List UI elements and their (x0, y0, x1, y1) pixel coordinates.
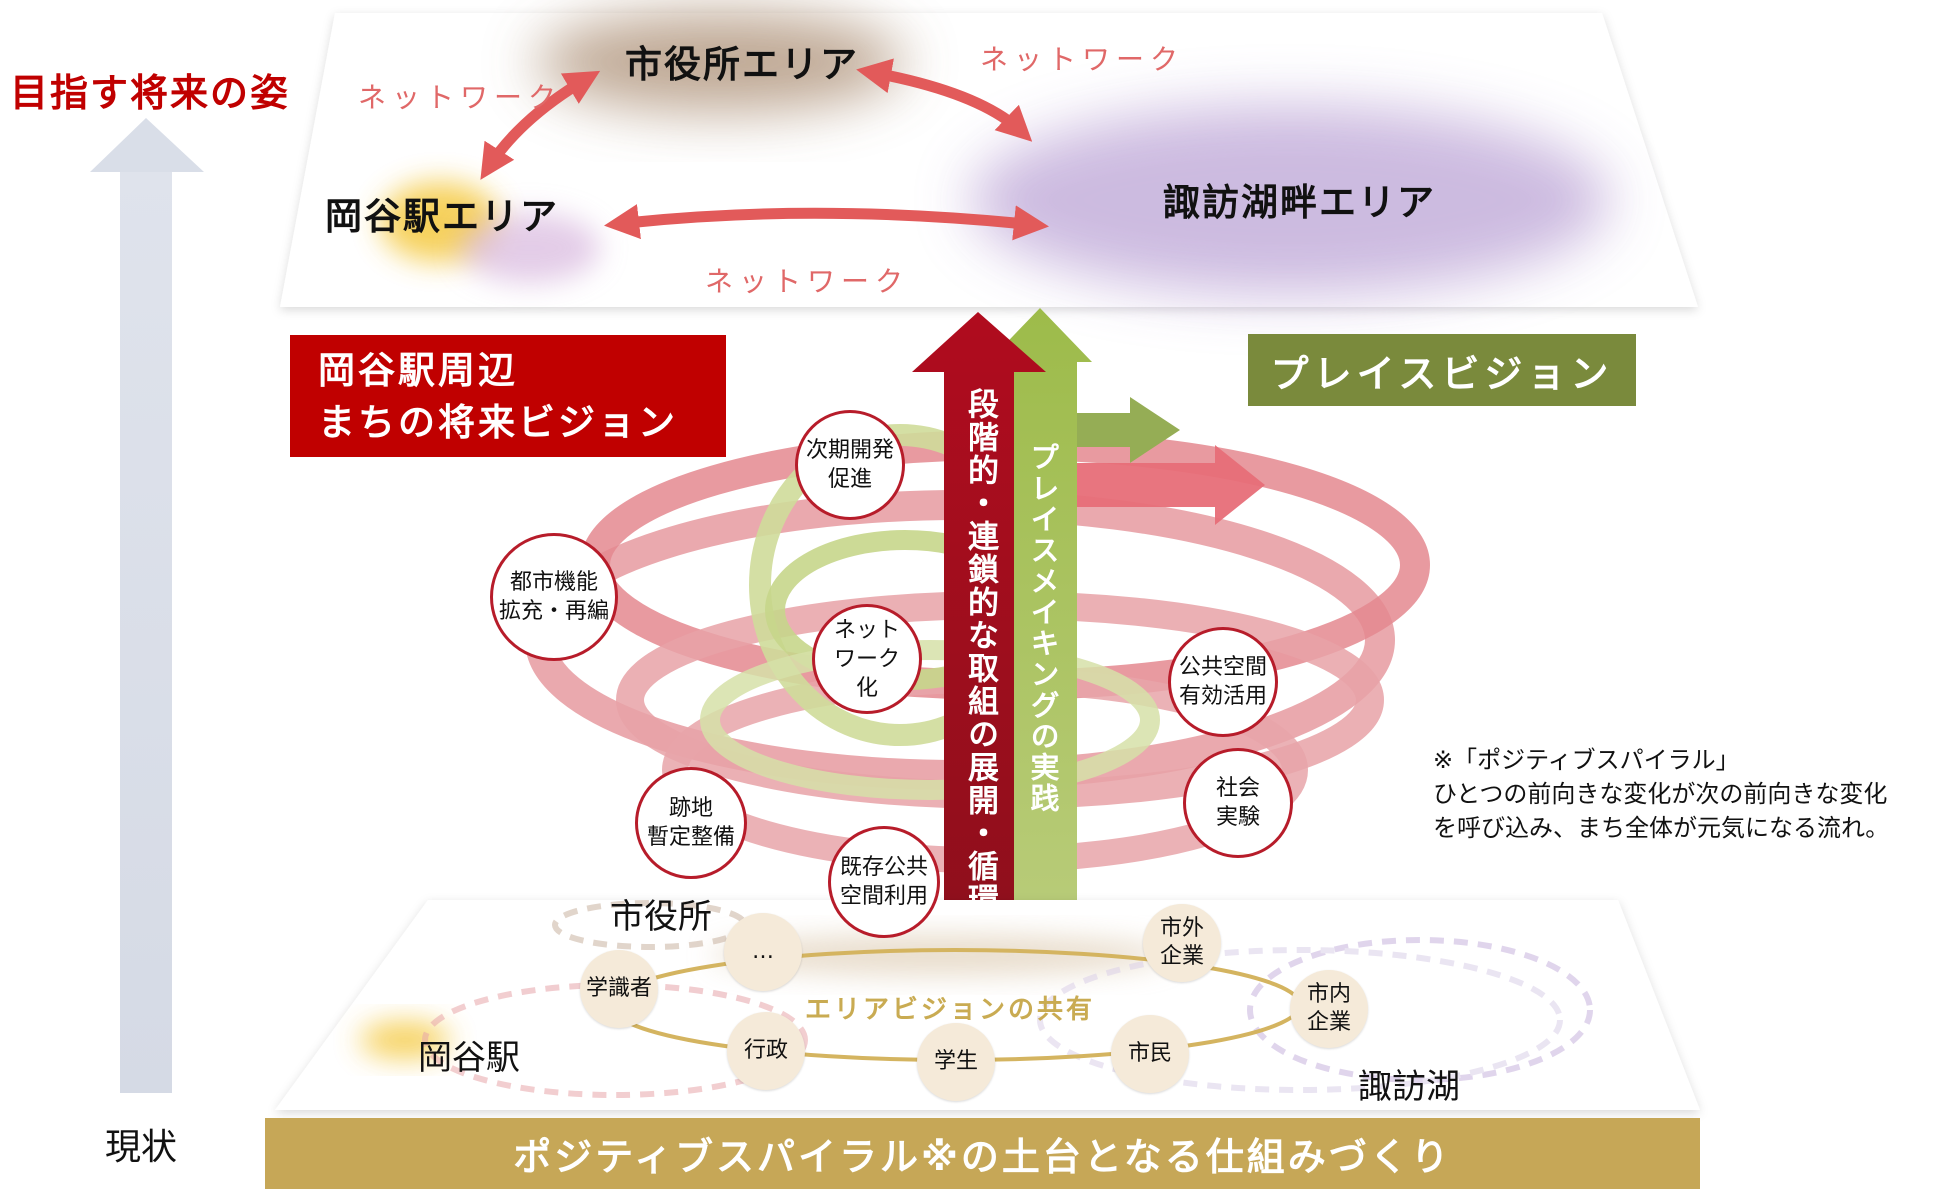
initiative-circle: 公共空間 有効活用 (1168, 627, 1278, 737)
area-lakeside: 諏訪湖畔エリア (1163, 181, 1436, 224)
town-vision-banner: 岡谷駅周辺 まちの将来ビジョン (290, 335, 726, 457)
actor-outside-companies: 市外 企業 (1143, 904, 1221, 982)
network-label: ネットワーク (980, 43, 1185, 76)
place-okaya-station: 岡谷駅 (418, 1038, 520, 1078)
green-arrow-text: プレイスメイキングの実践 (1026, 442, 1060, 814)
initiative-circle: ネット ワーク 化 (812, 604, 922, 714)
area-city-hall: 市役所エリア (625, 43, 859, 86)
initiative-circle: 既存公共 空間利用 (828, 826, 940, 938)
central-arrows (912, 308, 1092, 935)
initiative-circle: 社会 実験 (1183, 748, 1293, 858)
actor-scholar: 学識者 (580, 950, 658, 1028)
initiative-circle: 次期開発 促進 (795, 410, 905, 520)
progress-arrow (90, 118, 204, 1093)
goal-label: 目指す将来の姿 (10, 71, 291, 115)
network-label: ネットワーク (358, 81, 563, 114)
red-arrow-text: 段階的・連鎖的な取組の展開・循環 (962, 388, 998, 916)
current-label: 現状 (105, 1127, 178, 1168)
initiative-circle: 跡地 暫定整備 (635, 767, 747, 879)
place-vision-banner: プレイスビジョン (1248, 334, 1636, 406)
actor-ellipsis: … (724, 913, 802, 991)
foundation-bar: ポジティブスパイラル※の土台となる仕組みづくり (265, 1118, 1700, 1189)
actor-local-companies: 市内 企業 (1290, 970, 1368, 1048)
area-okaya-station: 岡谷駅エリア (325, 195, 559, 238)
positive-spiral-note: ※「ポジティブスパイラル」 ひとつの前向きな変化が次の前向きな変化 を呼び込み、… (1433, 746, 1890, 842)
place-city-hall: 市役所 (610, 897, 712, 937)
initiative-circle: 都市機能 拡充・再編 (490, 533, 618, 661)
shared-vision-label: エリアビジョンの共有 (805, 995, 1096, 1025)
actor-citizens: 市民 (1111, 1015, 1189, 1093)
network-arrows (480, 58, 1050, 241)
network-label: ネットワーク (705, 265, 910, 298)
actor-students: 学生 (917, 1023, 995, 1101)
actor-government: 行政 (727, 1012, 805, 1090)
place-suwa-lake: 諏訪湖 (1358, 1067, 1460, 1107)
